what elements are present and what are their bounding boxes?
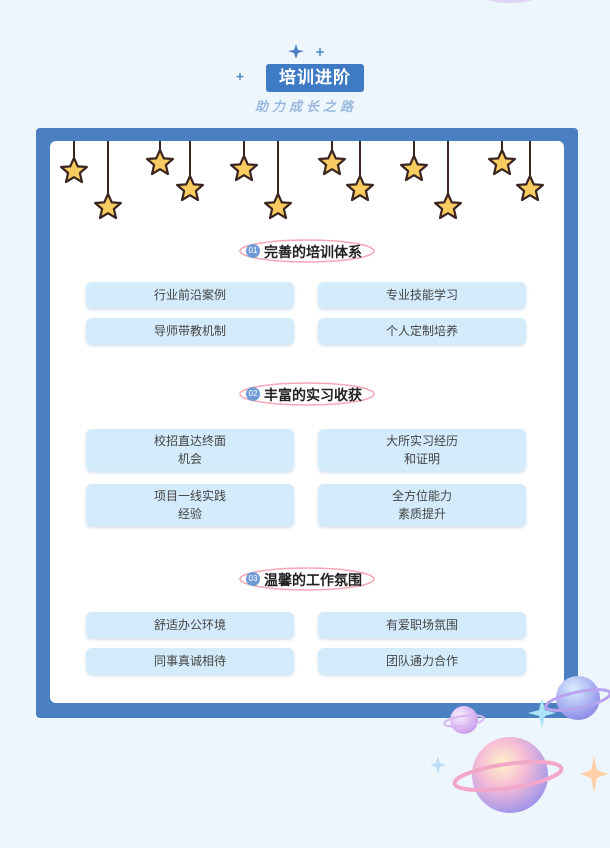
- feature-chip: 同事真诚相待: [86, 648, 294, 674]
- planet-icon: [452, 737, 564, 813]
- hanging-star-icon: [346, 174, 374, 202]
- title-ring-decoration: [239, 567, 375, 591]
- sparkle-icon: [528, 698, 556, 728]
- feature-chip: 专业技能学习: [318, 282, 526, 308]
- hanging-star-icon: [400, 154, 428, 182]
- section-number-badge: 03: [246, 572, 260, 586]
- title-ring-decoration: [239, 382, 375, 406]
- sparkle-icon: [580, 756, 608, 792]
- sparkle-icon: [430, 756, 446, 774]
- header-decoration: [236, 0, 533, 80]
- hanging-star-icon: [59, 156, 89, 184]
- feature-chip: 项目一线实践 经验: [86, 484, 294, 526]
- planets-decoration: [430, 676, 610, 813]
- hanging-star-icon: [318, 148, 346, 176]
- hanging-star-icon: [264, 192, 292, 220]
- section-title-atmosphere: 03 温馨的工作氛围: [50, 564, 564, 594]
- section-title-text: 完善的培训体系: [264, 244, 362, 260]
- content-card: 01 完善的培训体系 行业前沿案例 专业技能学习 导师带教机制 个人定制培养 0…: [50, 141, 564, 703]
- section-number-badge: 01: [246, 244, 260, 258]
- feature-chip: 行业前沿案例: [86, 282, 294, 308]
- section-title-text: 温馨的工作氛围: [264, 572, 362, 588]
- planet-icon: [443, 706, 485, 734]
- sparkle-icon: [236, 73, 244, 80]
- feature-chip: 大所实习经历 和证明: [318, 429, 526, 471]
- feature-chip: 校招直达终面 机会: [86, 429, 294, 471]
- section-title-training: 01 完善的培训体系: [50, 236, 564, 266]
- page-title: 培训进阶: [266, 64, 364, 92]
- feature-chip: 团队通力合作: [318, 648, 526, 674]
- feature-chip: 导师带教机制: [86, 318, 294, 344]
- feature-chip: 全方位能力 素质提升: [318, 484, 526, 526]
- section-title-text: 丰富的实习收获: [264, 387, 362, 403]
- hanging-star-icon: [434, 192, 462, 220]
- feature-chip: 舒适办公环境: [86, 612, 294, 638]
- section-title-internship: 02 丰富的实习收获: [50, 379, 564, 409]
- hanging-star-icon: [146, 148, 174, 176]
- sparkle-icon: [316, 48, 324, 56]
- feature-chip: 有爱职场氛围: [318, 612, 526, 638]
- hanging-star-icon: [176, 174, 204, 202]
- title-ring-decoration: [239, 239, 375, 263]
- section-number-badge: 02: [246, 387, 260, 401]
- hanging-stars-decoration: [59, 141, 545, 220]
- feature-chip: 个人定制培养: [318, 318, 526, 344]
- hanging-star-icon: [515, 174, 545, 202]
- page-subtitle: 助力成长之路: [254, 99, 357, 114]
- hanging-star-icon: [93, 192, 123, 220]
- sparkle-icon: [288, 44, 304, 59]
- hanging-star-icon: [488, 148, 517, 176]
- planet-icon: [544, 676, 610, 720]
- hanging-star-icon: [230, 154, 258, 182]
